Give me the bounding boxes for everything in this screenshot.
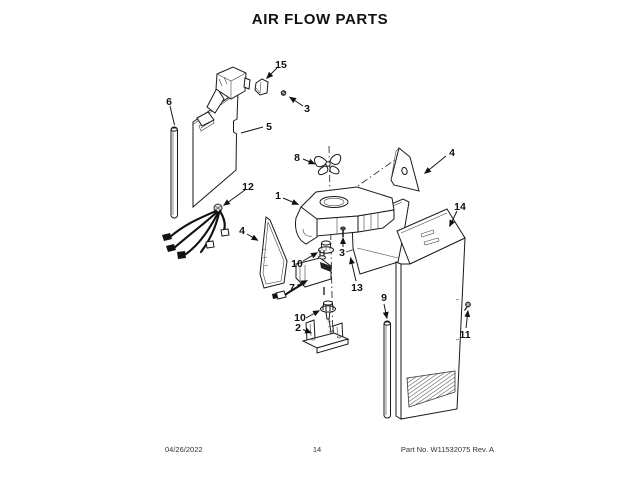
motor-bracket-2: [301, 319, 350, 354]
leader-lines: [169, 67, 471, 334]
screw-3-mid: [340, 226, 346, 237]
callout-15: 15: [275, 59, 287, 71]
wire-harness-12: [162, 203, 230, 259]
callout-14: 14: [454, 201, 466, 213]
screw-11: [463, 301, 471, 311]
bracket-4-right: [390, 147, 420, 192]
vent-grille: [406, 370, 456, 408]
footer-date: 04/26/2022: [165, 445, 203, 454]
fan-blade-8: [313, 154, 342, 176]
cover-panel-5: [192, 66, 251, 209]
callout-7: 7: [289, 282, 295, 294]
duct-neck: [206, 87, 225, 114]
callout-1: 1: [275, 190, 281, 202]
bracket-4-left: [259, 216, 288, 289]
callout-4-right: 4: [449, 147, 455, 159]
fan-shroud-1: [295, 186, 395, 245]
callout-labels: 6 15 3 5 8 4 1 12 14 4 10 3 7 13 9 10 2 …: [166, 59, 471, 341]
footer-part-number: Part No. W11532075 Rev. A: [400, 445, 494, 454]
callout-2: 2: [295, 322, 301, 334]
clip-15: [254, 78, 269, 96]
callout-5: 5: [266, 121, 272, 133]
rear-cover-side-edge: [395, 261, 402, 420]
callout-13: 13: [351, 282, 363, 294]
callout-3-top: 3: [304, 103, 310, 115]
callout-4-left: 4: [239, 225, 245, 237]
rear-cover-14: [395, 208, 466, 420]
callout-10-upper: 10: [291, 258, 303, 270]
grommet-10-upper: [318, 240, 334, 254]
callout-9: 9: [381, 292, 387, 304]
callout-6: 6: [166, 96, 172, 108]
page-title: AIR FLOW PARTS: [251, 11, 389, 28]
callout-8: 8: [294, 152, 300, 164]
footer-page-number: 14: [312, 445, 322, 454]
callout-3-mid: 3: [339, 247, 345, 259]
callout-11: 11: [459, 329, 470, 341]
fan-motor-7: [272, 250, 332, 300]
callout-12: 12: [242, 181, 254, 193]
trim-strip-6: [170, 126, 178, 219]
trim-strip-9: [383, 320, 391, 419]
screw-3-top: [280, 90, 287, 96]
callout-10-lower: 10: [294, 312, 306, 324]
